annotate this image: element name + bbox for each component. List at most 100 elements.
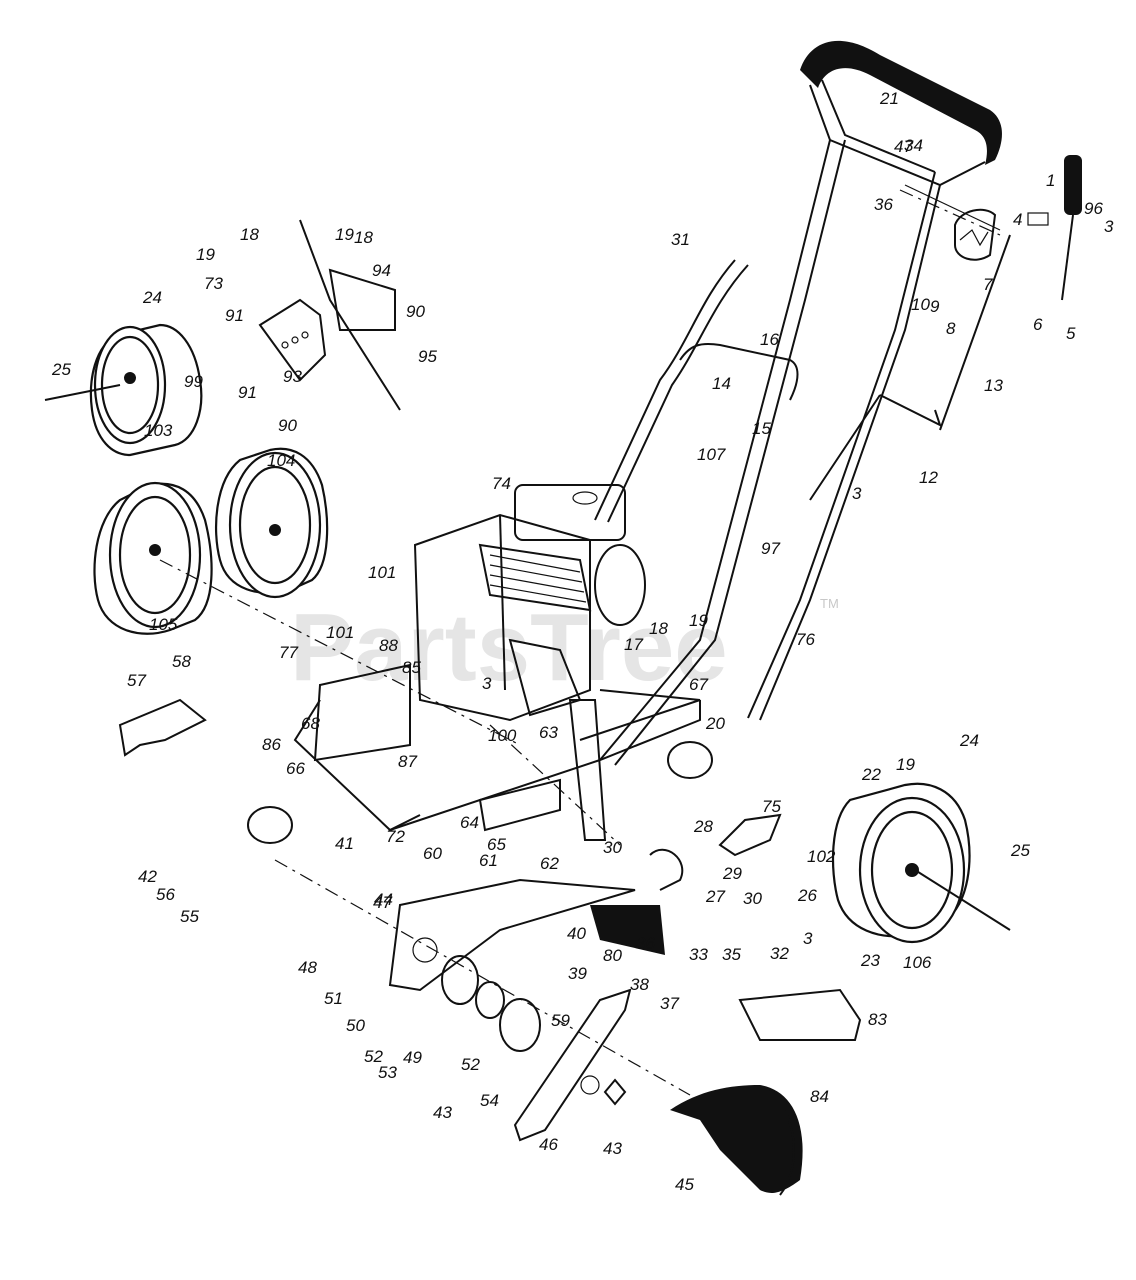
callout-38: 38 xyxy=(630,975,649,994)
callout-12: 12 xyxy=(919,468,938,487)
callout-75: 75 xyxy=(762,797,781,816)
watermark: PartsTree xyxy=(290,594,728,701)
callout-13: 13 xyxy=(984,376,1003,395)
callout-68: 68 xyxy=(301,714,320,733)
callout-93: 93 xyxy=(283,367,302,386)
callout-25: 25 xyxy=(51,360,71,379)
callout-107: 107 xyxy=(697,445,726,464)
callout-62: 62 xyxy=(540,854,559,873)
callout-57: 57 xyxy=(127,671,146,690)
callout-85: 85 xyxy=(402,658,421,677)
callout-1: 1 xyxy=(1046,171,1055,190)
watermark-trademark: TM xyxy=(820,596,839,611)
callout-49: 49 xyxy=(403,1048,422,1067)
wheel-bracket xyxy=(44,219,401,411)
callout-50: 50 xyxy=(346,1016,365,1035)
callout-19: 19 xyxy=(196,245,215,264)
callout-3: 3 xyxy=(852,484,862,503)
callout-77: 77 xyxy=(279,643,298,662)
callout-10: 10 xyxy=(911,295,930,314)
callout-39: 39 xyxy=(568,964,587,983)
callout-102: 102 xyxy=(807,847,836,866)
handle-assembly xyxy=(594,40,1002,766)
callout-45: 45 xyxy=(675,1175,694,1194)
callout-47: 47 xyxy=(373,893,392,912)
callout-6: 6 xyxy=(1033,315,1043,334)
callout-40: 40 xyxy=(567,924,586,943)
drive-parts xyxy=(247,741,713,1052)
callout-95: 95 xyxy=(418,347,437,366)
callout-76: 76 xyxy=(796,630,815,649)
callout-42: 42 xyxy=(138,867,157,886)
callout-60: 60 xyxy=(423,844,442,863)
callout-4: 4 xyxy=(1013,210,1022,229)
callout-84: 84 xyxy=(810,1087,829,1106)
callout-19: 19 xyxy=(689,611,708,630)
callout-3: 3 xyxy=(482,674,492,693)
callout-34: 34 xyxy=(904,136,923,155)
callout-26: 26 xyxy=(797,886,817,905)
callout-83: 83 xyxy=(868,1010,887,1029)
callout-33: 33 xyxy=(689,945,708,964)
callout-66: 66 xyxy=(286,759,305,778)
wheel-left-top xyxy=(89,323,203,457)
callout-59: 59 xyxy=(551,1011,570,1030)
callout-105: 105 xyxy=(149,615,178,634)
callout-16: 16 xyxy=(760,330,779,349)
callout-90: 90 xyxy=(278,416,297,435)
callout-3: 3 xyxy=(803,929,813,948)
callout-8: 8 xyxy=(946,319,956,338)
callout-21: 21 xyxy=(879,89,899,108)
callout-86: 86 xyxy=(262,735,281,754)
callout-18: 18 xyxy=(240,225,259,244)
callout-73: 73 xyxy=(204,274,223,293)
callout-53: 53 xyxy=(378,1063,397,1082)
callout-37: 37 xyxy=(660,994,679,1013)
callout-23: 23 xyxy=(860,951,880,970)
callout-19: 19 xyxy=(335,225,354,244)
callout-103: 103 xyxy=(144,421,173,440)
callout-88: 88 xyxy=(379,636,398,655)
callout-9: 9 xyxy=(930,297,940,316)
callout-56: 56 xyxy=(156,885,175,904)
callout-58: 58 xyxy=(172,652,191,671)
callout-52: 52 xyxy=(364,1047,383,1066)
callout-15: 15 xyxy=(752,419,771,438)
callout-51: 51 xyxy=(324,989,343,1008)
callout-54: 54 xyxy=(480,1091,499,1110)
callout-14: 14 xyxy=(712,374,731,393)
callout-44: 44 xyxy=(374,890,393,909)
callout-41: 41 xyxy=(335,834,354,853)
callout-52: 52 xyxy=(461,1055,480,1074)
blade-guards xyxy=(118,698,862,1196)
callout-17: 17 xyxy=(624,635,643,654)
callout-3: 3 xyxy=(1104,217,1114,236)
callout-91: 91 xyxy=(225,306,244,325)
center-lines xyxy=(159,189,1001,1096)
callout-72: 72 xyxy=(386,827,405,846)
callout-36: 36 xyxy=(874,195,893,214)
callout-63: 63 xyxy=(539,723,558,742)
callout-55: 55 xyxy=(180,907,199,926)
chassis-frame xyxy=(293,663,782,992)
callout-25: 25 xyxy=(1010,841,1030,860)
callout-101: 101 xyxy=(368,563,396,582)
callout-104: 104 xyxy=(267,451,295,470)
callout-24: 24 xyxy=(959,731,979,750)
callout-61: 61 xyxy=(479,851,498,870)
callout-97: 97 xyxy=(761,539,780,558)
callout-80: 80 xyxy=(603,946,622,965)
callout-94: 94 xyxy=(372,261,391,280)
callout-74: 74 xyxy=(492,474,511,493)
shift-lever xyxy=(809,155,1082,501)
callout-29: 29 xyxy=(722,864,742,883)
callout-106: 106 xyxy=(903,953,932,972)
callout-19: 19 xyxy=(896,755,915,774)
callout-36: 36 xyxy=(636,934,655,953)
callout-47: 47 xyxy=(894,137,913,156)
callout-5: 5 xyxy=(1066,324,1076,343)
callout-43: 43 xyxy=(603,1139,622,1158)
callout-87: 87 xyxy=(398,752,417,771)
